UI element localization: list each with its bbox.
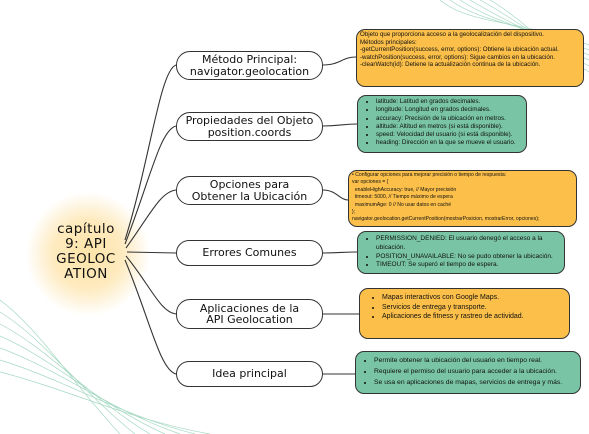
detail-errores-comunes: PERMISSION_DENIED: El usuario denegó el … (357, 231, 565, 274)
section-title-line: Propiedades del Objeto (185, 114, 314, 127)
detail-item: Mapas interactivos con Google Maps. (382, 293, 563, 303)
detail-item: latitude: Latitud en grados decimales. (376, 98, 522, 106)
section-title-line: navigator.geolocation (189, 64, 310, 78)
branch-connectors (124, 64, 177, 375)
central-topic-line: GEOLOC (56, 251, 116, 267)
detail-item: Aplicaciones de fitness y rastreo de act… (382, 312, 563, 322)
section-aplicaciones-api: Aplicaciones de la API Geolocation (176, 299, 323, 329)
detail-item: Requiere el permiso del usuario para acc… (374, 366, 576, 377)
section-title-line: API Geolocation (206, 313, 293, 326)
detail-item: Servicios de entrega y transporte. (382, 303, 563, 313)
section-title-line: position.coords (207, 125, 292, 139)
detail-line: Objeto que proporciona acceso a la geolo… (360, 31, 545, 38)
central-topic-line: 9: API (65, 236, 107, 252)
detail-line: }; (352, 209, 356, 216)
detail-aplicaciones-api: Mapas interactivos con Google Maps. Serv… (359, 288, 570, 339)
detail-opciones-ubicacion: • Configurar opciones para mejorar preci… (348, 170, 577, 227)
detail-line: • Configurar opciones para mejorar preci… (352, 172, 507, 178)
detail-item: longitude: Longitud en grados decimales. (376, 106, 522, 114)
central-topic-line: ATION (64, 266, 108, 282)
section-idea-principal: Idea principal (176, 361, 323, 387)
detail-line: -clearWatch(id): Detiene la actualizació… (360, 61, 541, 68)
detail-connectors (322, 56, 359, 375)
section-title-line: Aplicaciones de la (199, 301, 300, 315)
detail-item: altitude: Altitud en metros (si está dis… (376, 123, 522, 131)
detail-item: Permite obtener la ubicación del usuario… (374, 355, 576, 366)
detail-metodo-principal: Objeto que proporciona acceso a la geolo… (356, 29, 584, 87)
detail-item: accuracy: Precisión de la ubicación en m… (376, 115, 522, 123)
detail-line: maximumAge: 0 // No usar datos en caché (352, 201, 452, 208)
detail-item: speed: Velocidad del usuario (si está di… (376, 131, 522, 139)
detail-line: -watchPosition(success, error, options):… (360, 53, 555, 61)
section-title-line: Errores Comunes (202, 246, 297, 260)
detail-line: -getCurrentPosition(success, error, opti… (360, 46, 559, 53)
detail-propiedades-position-coords: latitude: Latitud en grados decimales. l… (357, 95, 527, 153)
detail-item: PERMISSION_DENIED: El usuario denegó el … (376, 235, 560, 253)
detail-line: timeout: 5000, // Tiempo máximo de esper… (352, 194, 453, 201)
central-topic-line: capítulo (57, 221, 115, 237)
detail-line: navigator.geolocation.getCurrentPosition… (352, 216, 540, 223)
section-title-line: Idea principal (212, 367, 287, 381)
detail-item: TIMEOUT: Se superó el tiempo de espera. (376, 261, 560, 270)
central-glow (26, 192, 150, 316)
section-title-line: Método Principal: (201, 53, 298, 66)
section-title-line: Obtener la Ubicación (191, 189, 308, 203)
detail-idea-principal: Permite obtener la ubicación del usuario… (355, 351, 581, 394)
section-title-line: Opciones para (209, 178, 290, 191)
detail-item: Se usa en aplicaciones de mapas, servici… (374, 377, 576, 388)
central-topic: capítulo 9: API GEOLOC ATION (46, 222, 126, 282)
section-errores-comunes: Errores Comunes (176, 240, 323, 266)
detail-line: Métodos principales: (360, 38, 417, 46)
detail-item: POSITION_UNAVAILABLE: No se pudo obtener… (376, 253, 560, 262)
detail-item: heading: Dirección en la que se mueve el… (376, 139, 522, 147)
section-propiedades-position-coords: Propiedades del Objeto position.coords (176, 112, 323, 141)
section-metodo-principal: Método Principal: navigator.geolocation (176, 51, 323, 80)
detail-line: var opciones = { (352, 179, 389, 186)
detail-line: enableHighAccuracy: true, // Mayor preci… (352, 186, 457, 193)
wave-lines-bottom-left (0, 299, 211, 434)
section-opciones-ubicacion: Opciones para Obtener la Ubicación (176, 176, 323, 205)
